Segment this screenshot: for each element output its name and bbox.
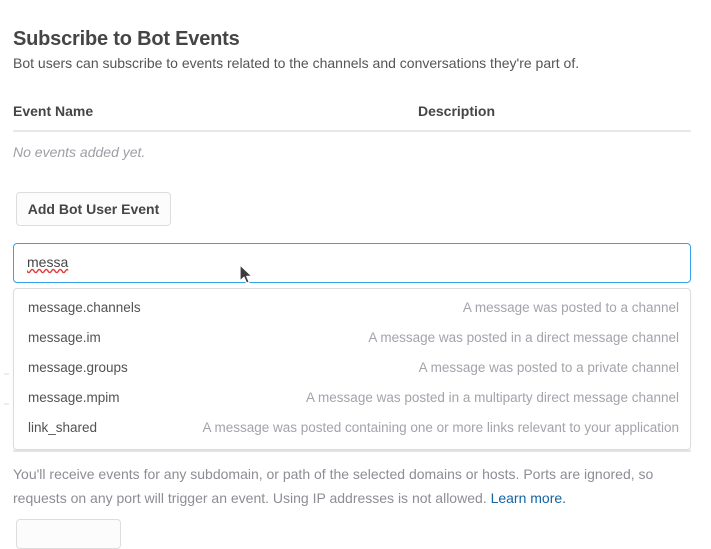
background-bleed-artifact	[4, 403, 9, 405]
dropdown-option-message-channels[interactable]: message.channels A message was posted to…	[14, 293, 690, 323]
footnote-body: You'll receive events for any subdomain,…	[13, 466, 654, 506]
events-table: Event Name Description No events added y…	[13, 103, 691, 160]
dropdown-option-name: message.groups	[28, 360, 128, 375]
dropdown-option-description: A message was posted in a direct message…	[368, 330, 679, 345]
page-title: Subscribe to Bot Events	[13, 28, 240, 51]
event-suggestions-dropdown[interactable]: message.channels A message was posted to…	[13, 288, 691, 450]
add-bot-user-event-button[interactable]: Add Bot User Event	[16, 192, 171, 226]
bot-events-settings-page: Subscribe to Bot Events Bot users can su…	[4, 28, 691, 549]
dropdown-option-message-groups[interactable]: message.groups A message was posted to a…	[14, 353, 690, 383]
dropdown-option-name: message.mpim	[28, 390, 120, 405]
column-header-event-name: Event Name	[13, 103, 94, 119]
event-search-input[interactable]	[13, 243, 691, 283]
table-header-divider	[13, 130, 691, 132]
background-bleed-artifact	[4, 373, 9, 375]
dropdown-option-message-mpim[interactable]: message.mpim A message was posted in a m…	[14, 383, 690, 413]
page-subtitle: Bot users can subscribe to events relate…	[13, 55, 580, 71]
dropdown-option-description: A message was posted to a private channe…	[418, 360, 679, 375]
table-header-row: Event Name Description	[13, 103, 691, 132]
dropdown-option-description: A message was posted containing one or m…	[202, 420, 679, 435]
dropdown-option-name: message.im	[28, 330, 101, 345]
dropdown-option-message-im[interactable]: message.im A message was posted in a dir…	[14, 323, 690, 353]
dropdown-option-description: A message was posted in a multiparty dir…	[306, 390, 679, 405]
bottom-partial-button[interactable]	[16, 519, 121, 549]
empty-state-message: No events added yet.	[13, 144, 146, 160]
footnote-text: You'll receive events for any subdomain,…	[13, 462, 691, 510]
learn-more-link[interactable]: Learn more.	[490, 490, 567, 506]
dropdown-option-link-shared[interactable]: link_shared A message was posted contain…	[14, 413, 690, 443]
column-header-description: Description	[418, 103, 496, 119]
dropdown-option-name: message.channels	[28, 300, 141, 315]
dropdown-option-name: link_shared	[28, 420, 98, 435]
section-divider	[13, 450, 691, 452]
dropdown-option-description: A message was posted to a channel	[462, 300, 679, 315]
event-search-combobox[interactable]: messa	[13, 243, 691, 283]
